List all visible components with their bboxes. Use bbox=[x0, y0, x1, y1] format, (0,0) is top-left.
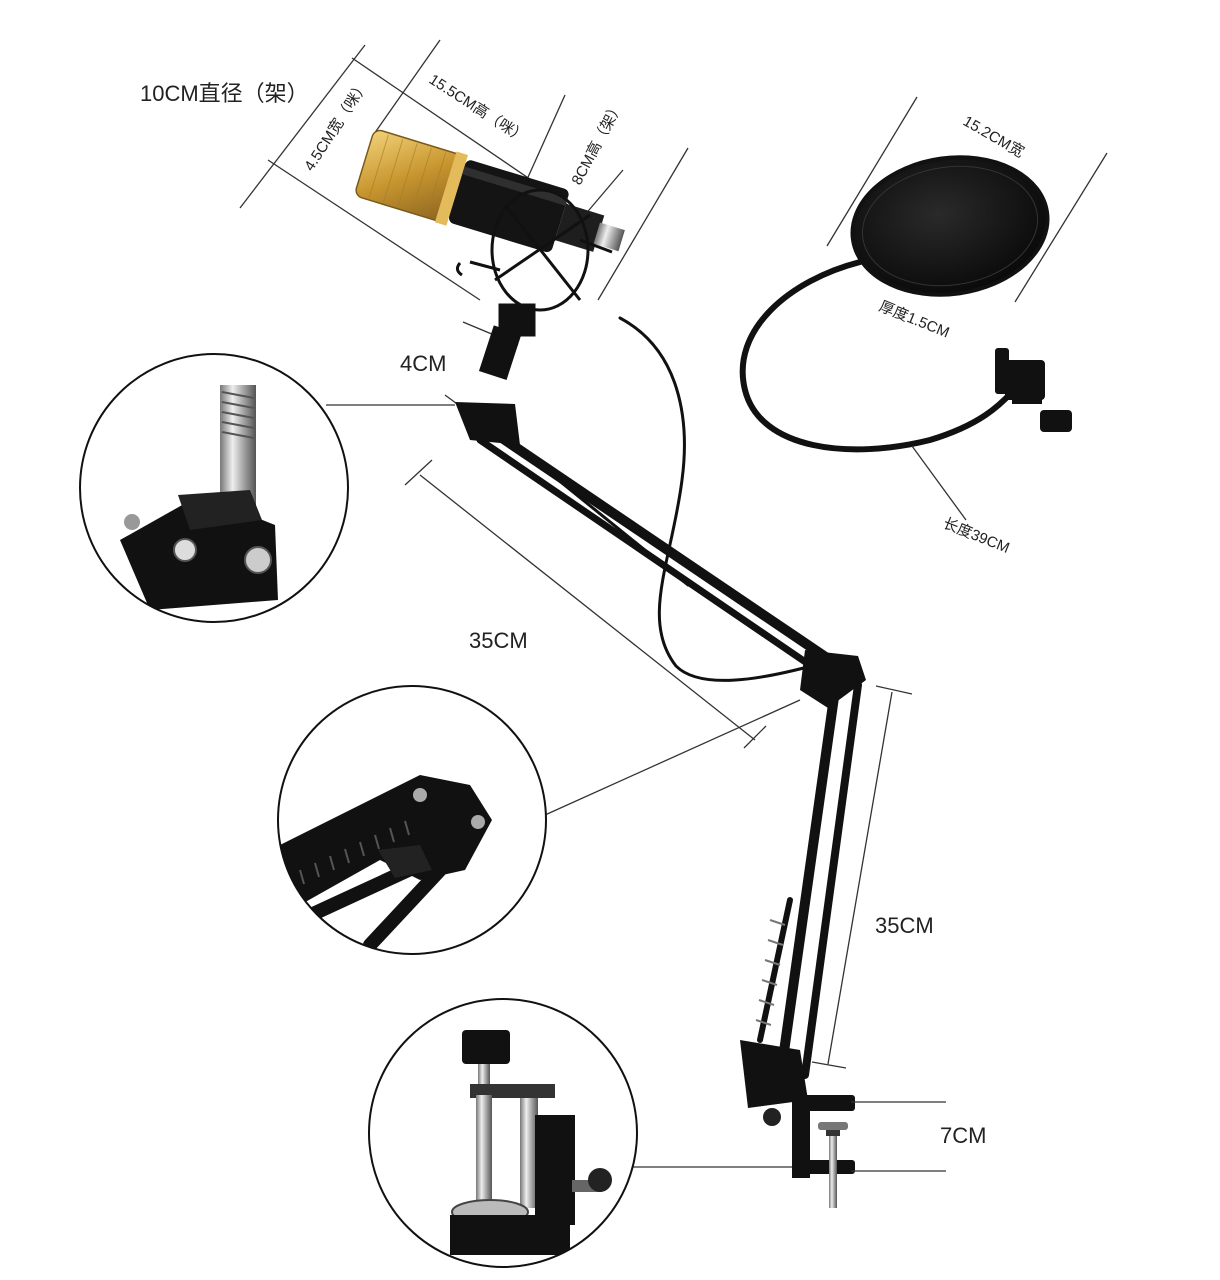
detail-circle-spring bbox=[277, 685, 547, 955]
label-filter-thickness: 厚度1.5CM bbox=[877, 298, 952, 342]
screw-thread-icon bbox=[120, 385, 278, 610]
label-gooseneck-length: 长度39CM bbox=[941, 515, 1012, 557]
spring-joint-icon bbox=[278, 775, 492, 952]
detail-circle-clamp bbox=[368, 998, 638, 1268]
filter-dimension-lines bbox=[826, 96, 1108, 521]
label-mic-width: 4.5CM宽（咪） bbox=[301, 78, 372, 175]
label-mount-height: 8CM高（架） bbox=[569, 99, 627, 188]
detail-circle-screw bbox=[79, 353, 349, 623]
pop-filter-icon bbox=[739, 155, 1072, 453]
label-mount-diameter: 10CM直径（架） bbox=[140, 81, 309, 106]
shock-mount-icon bbox=[455, 188, 613, 380]
arm-dimension-lines bbox=[404, 459, 946, 1172]
desk-clamp-icon bbox=[763, 1095, 855, 1208]
label-mic-height: 15.5CM高（咪） bbox=[426, 71, 530, 147]
label-upper-arm: 35CM bbox=[469, 628, 528, 653]
desk-clamp-detail-icon bbox=[450, 1030, 612, 1255]
label-filter-width: 15.2CM宽 bbox=[960, 113, 1027, 161]
label-mount-width: 4CM bbox=[400, 351, 446, 376]
boom-arm bbox=[455, 402, 866, 1108]
detail-leader-lines bbox=[326, 404, 801, 1168]
label-lower-arm: 35CM bbox=[875, 913, 934, 938]
mic-cable bbox=[618, 316, 817, 682]
label-clamp-height: 7CM bbox=[940, 1123, 986, 1148]
